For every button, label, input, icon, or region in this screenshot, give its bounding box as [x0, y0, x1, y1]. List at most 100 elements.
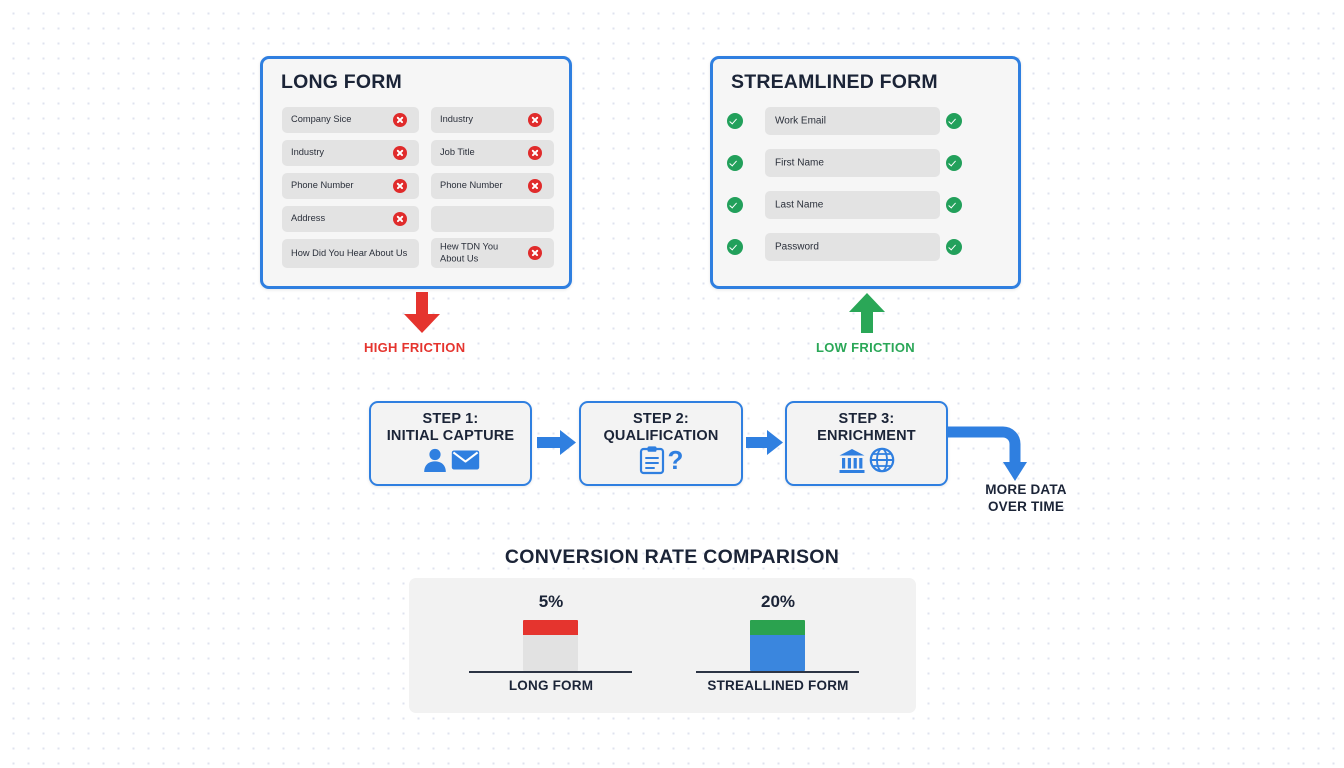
chart-bar-group-long-form: 5% LONG FORM [441, 578, 661, 713]
field-label: Phone Number [291, 180, 354, 191]
bank-icon [839, 448, 865, 473]
streamlined-form-row-work-email[interactable]: Work Email [727, 107, 1010, 135]
streamlined-form-card: STREAMLINED FORM Work Email First Name L… [710, 56, 1021, 289]
bar-streamlined-form [750, 620, 805, 671]
conversion-chart-panel: 5% LONG FORM 20% STREALLINED FORM [409, 578, 916, 713]
field-label: How Did You Hear About Us [291, 247, 408, 258]
streamlined-field-password[interactable]: Password [765, 233, 940, 261]
error-x-icon [393, 212, 407, 226]
error-x-icon [393, 113, 407, 127]
long-form-field-industry[interactable]: Industry [282, 140, 419, 166]
more-data-over-time-label: MORE DATA OVER TIME [952, 481, 1100, 515]
field-label: Work Email [775, 115, 826, 127]
long-form-card: LONG FORM Company Sice Industry Phone Nu… [260, 56, 572, 289]
step-arrow-2-to-3-icon [746, 430, 783, 455]
bar-value-label: 20% [760, 592, 796, 611]
step-1-title: STEP 1: INITIAL CAPTURE [371, 411, 530, 445]
field-label: Hew TDN You About Us [440, 241, 499, 263]
streamlined-field-work-email[interactable]: Work Email [765, 107, 940, 135]
step-2-title-line2: QUALIFICATION [603, 428, 719, 444]
field-label: First Name [775, 157, 824, 169]
bar-body-long-form [523, 635, 578, 671]
valid-check-icon-left [727, 239, 743, 255]
down-arrow-icon [404, 292, 440, 333]
streamlined-form-row-last-name[interactable]: Last Name [727, 191, 1010, 219]
step-box-qualification[interactable]: STEP 2: QUALIFICATION ? [579, 401, 743, 486]
bar-category-label: LONG FORM [508, 678, 594, 693]
field-label: Job Title [440, 147, 475, 158]
long-form-field-how-did-you-hear-2[interactable]: Hew TDN You About Us [431, 238, 554, 268]
chart-bar-group-streamlined-form: 20% STREALLINED FORM [668, 578, 888, 713]
low-friction-indicator: LOW FRICTION [800, 292, 980, 360]
step-1-title-line2: INITIAL CAPTURE [386, 428, 515, 444]
person-icon [423, 448, 446, 472]
streamlined-form-title: STREAMLINED FORM [731, 71, 938, 93]
valid-check-icon-right [946, 239, 962, 255]
bar-baseline [469, 671, 632, 673]
step-2-title-line1: STEP 2: [633, 411, 689, 427]
streamlined-field-last-name[interactable]: Last Name [765, 191, 940, 219]
valid-check-icon-left [727, 197, 743, 213]
error-x-icon [528, 146, 542, 160]
bar-category-label: STREALLINED FORM [707, 678, 849, 693]
low-friction-label: LOW FRICTION [816, 340, 915, 355]
valid-check-icon-right [946, 113, 962, 129]
step-3-icons [787, 444, 946, 476]
question-mark-icon: ? [667, 445, 684, 475]
error-x-icon [528, 179, 542, 193]
field-label: Last Name [775, 199, 824, 211]
globe-icon [869, 447, 895, 473]
step-3-title-line2: ENRICHMENT [817, 428, 916, 444]
step-3-title-line1: STEP 3: [838, 411, 895, 427]
field-label: Address [291, 213, 326, 224]
step-box-initial-capture[interactable]: STEP 1: INITIAL CAPTURE [369, 401, 532, 486]
error-x-icon [393, 146, 407, 160]
clipboard-icon [639, 446, 664, 475]
bar-cap-long-form [523, 620, 578, 635]
valid-check-icon-left [727, 155, 743, 171]
long-form-field-company-size[interactable]: Company Sice [282, 107, 419, 133]
step-1-title-line1: STEP 1: [422, 411, 479, 427]
long-form-field-how-did-you-hear[interactable]: How Did You Hear About Us [282, 239, 419, 268]
step-2-icons: ? [581, 444, 741, 476]
streamlined-field-first-name[interactable]: First Name [765, 149, 940, 177]
streamlined-form-row-password[interactable]: Password [727, 233, 1010, 261]
field-label: Password [775, 241, 819, 253]
step-3-title: STEP 3: ENRICHMENT [787, 411, 946, 445]
more-data-line1: MORE DATA [985, 482, 1067, 497]
envelope-icon [451, 450, 479, 470]
up-arrow-icon [849, 293, 885, 333]
valid-check-icon-right [946, 197, 962, 213]
field-label: Phone Number [440, 180, 503, 191]
more-data-line2: OVER TIME [987, 499, 1065, 514]
long-form-field-phone-number[interactable]: Phone Number [282, 173, 419, 199]
valid-check-icon-right [946, 155, 962, 171]
high-friction-label: HIGH FRICTION [364, 340, 466, 355]
field-label: Industry [291, 147, 325, 158]
bar-baseline [696, 671, 859, 673]
field-label: Industry [440, 114, 474, 125]
high-friction-indicator: HIGH FRICTION [352, 292, 532, 360]
more-data-curved-arrow-icon [948, 426, 1027, 481]
long-form-field-job-title[interactable]: Job Title [431, 140, 554, 166]
step-arrow-1-to-2-icon [537, 430, 576, 455]
chart-title: CONVERSION RATE COMPARISON [504, 546, 840, 568]
error-x-icon [528, 246, 542, 260]
bar-body-streamlined-form [750, 635, 805, 671]
error-x-icon [393, 179, 407, 193]
bar-long-form [523, 620, 578, 671]
long-form-title: LONG FORM [281, 71, 402, 93]
step-1-icons [371, 444, 530, 476]
streamlined-form-row-first-name[interactable]: First Name [727, 149, 1010, 177]
field-label: Company Sice [291, 114, 352, 125]
long-form-field-industry-2[interactable]: Industry [431, 107, 554, 133]
long-form-field-address[interactable]: Address [282, 206, 419, 232]
bar-value-label: 5% [538, 592, 564, 611]
bar-cap-streamlined-form [750, 620, 805, 635]
error-x-icon [528, 113, 542, 127]
step-2-title: STEP 2: QUALIFICATION [581, 411, 741, 445]
valid-check-icon-left [727, 113, 743, 129]
step-box-enrichment[interactable]: STEP 3: ENRICHMENT [785, 401, 948, 486]
long-form-field-phone-number-2[interactable]: Phone Number [431, 173, 554, 199]
long-form-field-empty[interactable] [431, 206, 554, 232]
